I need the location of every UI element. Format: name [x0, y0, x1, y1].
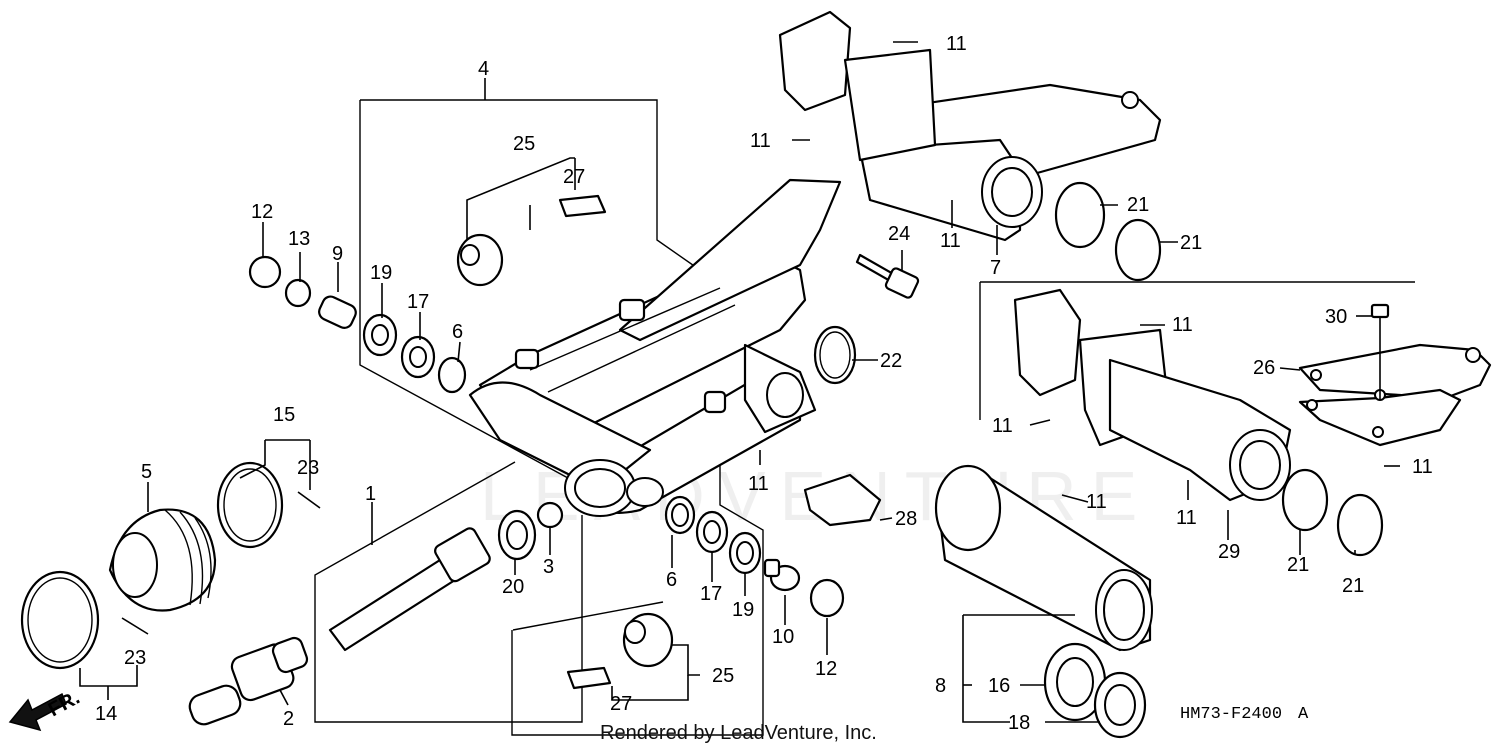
callout-3: 3: [543, 556, 554, 578]
leader-lines: [79, 41, 1400, 723]
bearing-17-upper: [400, 335, 436, 379]
callout-13: 13: [288, 228, 310, 250]
collar-6-upper: [437, 356, 467, 394]
diagram-code: HM73-F2400: [1180, 705, 1282, 724]
callout-6-lower: 6: [666, 569, 677, 591]
group-bracket-lower: [511, 450, 764, 736]
callout-10: 10: [772, 626, 794, 648]
cap-12-upper: [248, 255, 282, 289]
o-ring-22: [813, 325, 857, 385]
callout-25-lower: 25: [712, 665, 734, 687]
diagram-code-suffix: A: [1298, 705, 1309, 724]
spring-3: [536, 501, 564, 529]
cap-12-lower: [809, 578, 845, 618]
callout-28: 28: [895, 508, 917, 530]
collar-6-lower: [664, 495, 696, 535]
callout-11-d: 11: [748, 473, 769, 495]
callout-11-e: 11: [1086, 491, 1107, 513]
bushing-25-lower: [622, 612, 674, 668]
bracket-26: [1298, 343, 1492, 447]
group-bracket-4: [359, 78, 701, 491]
callout-19-upper: 19: [370, 262, 392, 284]
callout-30: 30: [1325, 306, 1347, 328]
clamp-14: [20, 570, 100, 670]
callout-27-upper: 27: [563, 166, 585, 188]
bearing-19-lower: [728, 531, 762, 575]
bolt-30: [1370, 303, 1390, 400]
direction-label: FR.: [45, 687, 84, 722]
axle-housing-29: [1013, 288, 1292, 502]
nut-13: [284, 278, 312, 308]
clamp-15: [216, 461, 284, 549]
callout-26: 26: [1253, 357, 1275, 379]
pivot-bolt-10: [763, 558, 801, 592]
callout-2: 2: [283, 708, 294, 730]
bushing-25-upper: [456, 233, 504, 287]
callout-4: 4: [478, 58, 489, 80]
callout-11-i: 11: [1412, 456, 1433, 478]
callout-6-upper: 6: [452, 321, 463, 343]
bolt-24: [855, 253, 920, 299]
callout-11-b: 11: [750, 130, 771, 152]
callout-11-f: 11: [1172, 314, 1193, 336]
swingarm: [468, 178, 842, 517]
callout-19-lower: 19: [732, 599, 754, 621]
bolts-23: [121, 491, 321, 635]
callout-21-a: 21: [1127, 194, 1149, 216]
group-bracket-right-arm: [979, 281, 1415, 420]
callout-11-g: 11: [992, 415, 1013, 437]
callout-1: 1: [365, 483, 376, 505]
axle-housing-7: [778, 10, 1162, 242]
callout-16: 16: [988, 675, 1010, 697]
callout-24: 24: [888, 223, 910, 245]
callout-14: 14: [95, 703, 117, 725]
callout-15: 15: [273, 404, 295, 426]
universal-joint-2: [188, 636, 309, 726]
callout-11-h: 11: [1176, 507, 1197, 529]
spring-9: [318, 295, 357, 329]
callout-20: 20: [502, 576, 524, 598]
footer-credit: Rendered by LeadVenture, Inc.: [600, 722, 877, 744]
group-bracket-1: [314, 461, 583, 723]
callout-7: 7: [990, 257, 1001, 279]
axle-tube-8: [934, 464, 1153, 652]
bearing-17-lower: [695, 510, 729, 554]
callout-21-c: 21: [1287, 554, 1309, 576]
callout-labels: 1 2 3 4 5 6 6 7 8 9 10 11 11 11 11 11 11…: [95, 33, 1433, 734]
callout-11-c: 11: [940, 230, 961, 252]
boot-5: [108, 508, 217, 612]
bearing-19-upper: [362, 313, 398, 357]
callout-21-d: 21: [1342, 575, 1364, 597]
callout-8: 8: [935, 675, 946, 697]
callout-11-a: 11: [946, 33, 967, 55]
callout-5: 5: [141, 461, 152, 483]
front-direction-arrow: FR.: [8, 687, 84, 732]
callout-18: 18: [1008, 712, 1030, 734]
callout-25-upper: 25: [513, 133, 535, 155]
callout-22: 22: [880, 350, 902, 372]
callout-17-lower: 17: [700, 583, 722, 605]
callout-17-upper: 17: [407, 291, 429, 313]
callout-23-upper: 23: [297, 457, 319, 479]
callout-27-lower: 27: [610, 693, 632, 715]
plate-27-lower: [566, 666, 612, 690]
callout-29: 29: [1218, 541, 1240, 563]
callout-12-lower: 12: [815, 658, 837, 680]
oil-seal-18: [1093, 671, 1147, 739]
callout-12-upper: 12: [251, 201, 273, 223]
oil-seal-20: [497, 509, 537, 561]
callout-9: 9: [332, 243, 343, 265]
o-rings-21: [1054, 181, 1384, 557]
bracket-28: [803, 473, 882, 527]
callout-23-lower: 23: [124, 647, 146, 669]
drive-shaft-1: [328, 527, 491, 652]
callout-21-b: 21: [1180, 232, 1202, 254]
plate-27-upper: [558, 194, 607, 218]
